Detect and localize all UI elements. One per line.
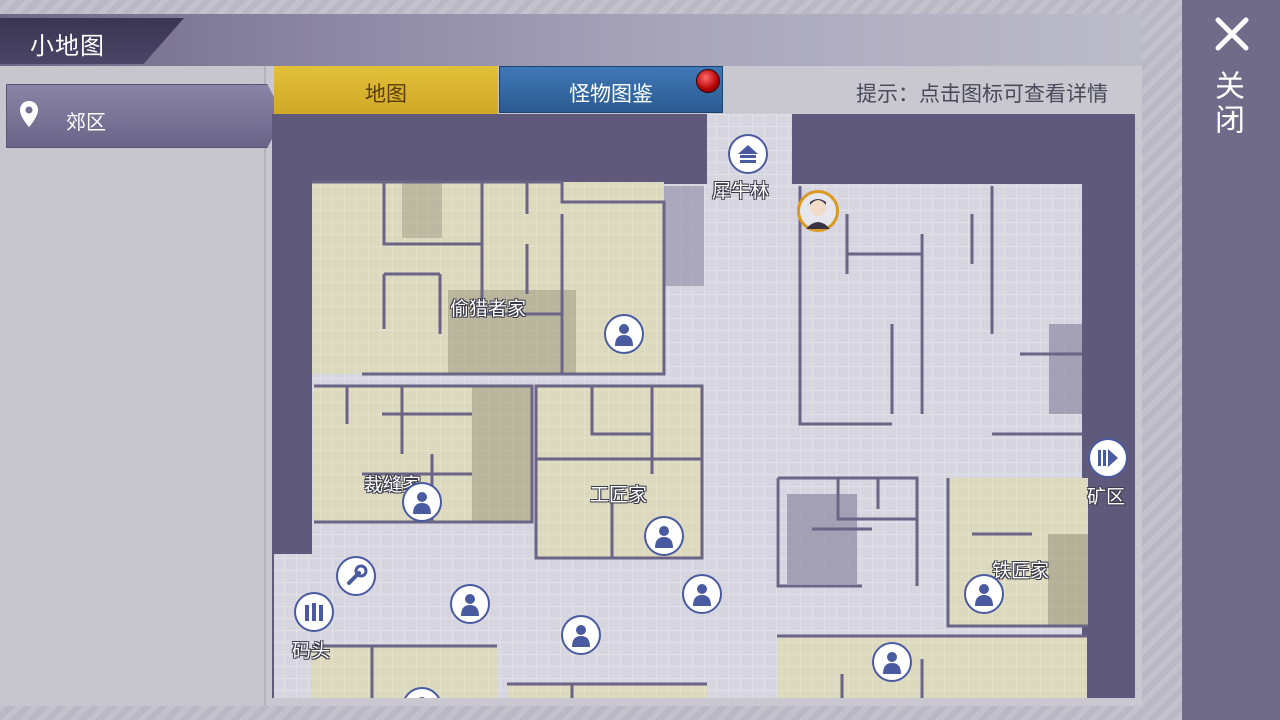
npc-person-icon — [975, 584, 993, 606]
npc-marker[interactable] — [872, 642, 912, 682]
window-title: 小地图 — [30, 32, 105, 60]
title-bar — [0, 14, 1142, 66]
region-label: 郊区 — [66, 110, 106, 134]
label-blacksmith-home: 铁匠家 — [992, 560, 1050, 582]
label-rhino-forest: 犀牛林 — [712, 180, 770, 202]
npc-person-icon — [883, 652, 901, 674]
teleport-up-icon — [738, 145, 758, 163]
player-marker[interactable] — [797, 190, 839, 232]
dock-gate-icon — [305, 603, 323, 621]
region-list-panel — [0, 66, 266, 706]
minimap[interactable]: 犀牛林 偷猎者家 裁缝家 工匠家 矿区 铁匠家 码头 — [272, 114, 1135, 698]
tab-map-label: 地图 — [365, 82, 407, 106]
region-item-suburb[interactable] — [6, 84, 284, 148]
close-button[interactable]: 关闭 — [1209, 70, 1244, 138]
npc-marker[interactable] — [561, 615, 601, 655]
close-icon[interactable] — [1212, 14, 1252, 54]
npc-person-icon — [572, 625, 590, 647]
npc-person-icon — [419, 697, 425, 698]
npc-marker[interactable] — [644, 516, 684, 556]
tab-monsters-label: 怪物图鉴 — [569, 82, 653, 106]
npc-person-icon — [413, 492, 431, 514]
npc-person-icon — [693, 584, 711, 606]
label-mine: 矿区 — [1087, 486, 1126, 508]
teleport-rhino-forest[interactable] — [728, 134, 768, 174]
npc-person-icon — [461, 594, 479, 616]
npc-marker[interactable] — [964, 574, 1004, 614]
player-portrait-icon — [806, 199, 830, 229]
npc-person-icon — [655, 526, 673, 548]
close-strip[interactable] — [1182, 0, 1280, 720]
tab-monsters[interactable] — [499, 66, 723, 113]
location-pin-icon — [20, 101, 38, 127]
npc-marker[interactable] — [682, 574, 722, 614]
label-craftsman-home: 工匠家 — [590, 484, 648, 506]
npc-marker[interactable] — [402, 482, 442, 522]
exit-right-icon — [1098, 449, 1118, 467]
hint-text: 提示：点击图标可查看详情 — [856, 82, 1108, 106]
exit-mine[interactable] — [1088, 438, 1128, 478]
label-dock: 码头 — [292, 640, 331, 662]
npc-person-icon — [615, 324, 633, 346]
dock-marker[interactable] — [294, 592, 334, 632]
npc-marker[interactable] — [604, 314, 644, 354]
tool-icon — [347, 564, 368, 585]
tool-marker[interactable] — [336, 556, 376, 596]
notification-dot — [696, 69, 720, 93]
label-poacher-home: 偷猎者家 — [450, 298, 527, 320]
npc-marker[interactable] — [450, 584, 490, 624]
